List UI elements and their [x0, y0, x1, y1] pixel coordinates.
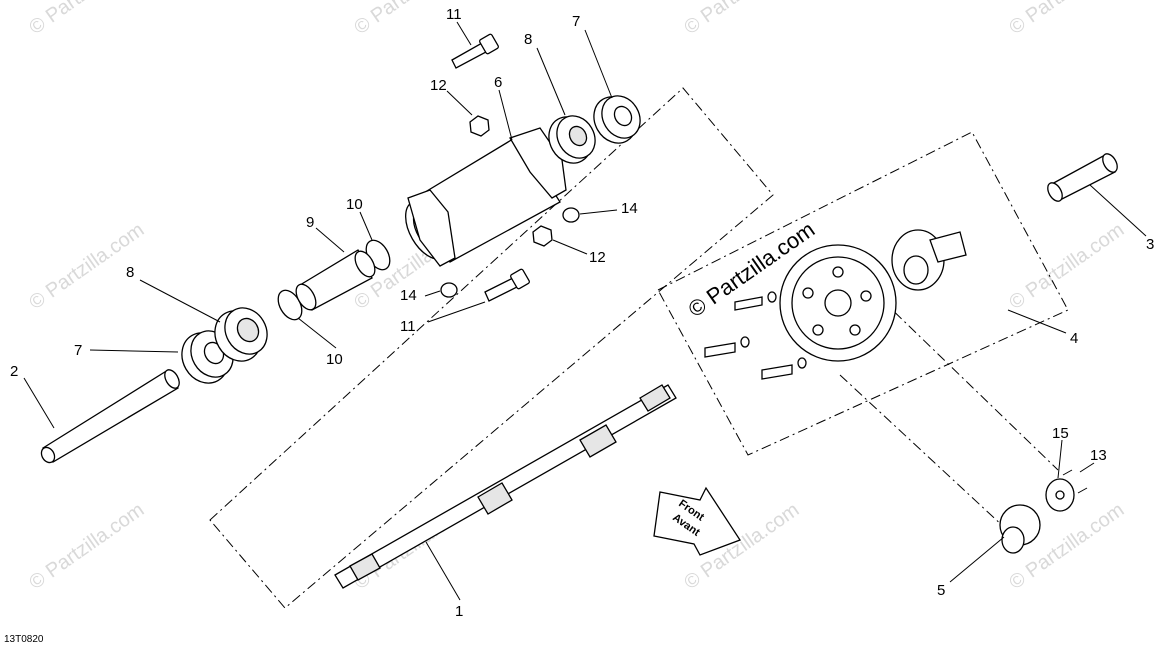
- callout-14-lower: 14: [400, 287, 417, 304]
- watermark-layer: © Partzilla.com © Partzilla.com © Partzi…: [25, 0, 1128, 594]
- bearing-upper: [593, 95, 641, 144]
- callout-5: 5: [937, 582, 945, 599]
- watermark: © Partzilla.com: [680, 0, 803, 39]
- leader-lines: [23, 21, 1147, 601]
- tube-left: [40, 369, 180, 464]
- callout-7-lower: 7: [74, 342, 82, 359]
- spacer-tube: [295, 249, 376, 311]
- sprocket-bolts: [704, 291, 807, 380]
- callout-7-upper: 7: [572, 13, 580, 30]
- shaft-assembly-boundary: [209, 87, 774, 609]
- screws-small: [1062, 469, 1088, 494]
- callout-2: 2: [10, 363, 18, 380]
- callout-13: 13: [1090, 447, 1107, 464]
- watermark: © Partzilla.com: [25, 499, 148, 594]
- callout-11-upper: 11: [446, 6, 462, 23]
- callout-8-upper: 8: [524, 31, 532, 48]
- callouts: 1 2 3 4 5 6 7 7 8 8 9 10 10 11 11 12 12 …: [10, 6, 1154, 620]
- callout-6: 6: [494, 74, 502, 91]
- seal-upper: [548, 115, 596, 164]
- callout-10-lower: 10: [326, 351, 343, 368]
- drive-shaft: [334, 384, 677, 589]
- sprocket-hub: [891, 229, 967, 291]
- bearing-housing: [405, 127, 567, 267]
- watermark: © Partzilla.com: [1005, 0, 1128, 39]
- direction-arrow: Front Avant: [653, 486, 741, 556]
- sprocket-large: [779, 244, 897, 362]
- drawing-code: 13T0820: [4, 634, 44, 645]
- tube-right: [1047, 153, 1118, 202]
- sprocket-assembly-boundary: [657, 131, 1069, 456]
- washer-lower: [440, 282, 458, 298]
- bolt-upper: [451, 33, 499, 69]
- callout-14-upper: 14: [621, 200, 638, 217]
- alignment-line: [839, 374, 1006, 529]
- washer-upper: [562, 207, 580, 223]
- callout-1: 1: [455, 603, 463, 620]
- callout-10-upper: 10: [346, 196, 363, 213]
- nut-lower: [532, 225, 553, 247]
- watermark: © Partzilla.com: [1005, 219, 1128, 314]
- callout-11-lower: 11: [400, 318, 416, 335]
- nut-upper: [469, 115, 490, 137]
- callout-12-upper: 12: [430, 77, 447, 94]
- callout-12-lower: 12: [589, 249, 606, 266]
- watermark: © Partzilla.com: [25, 0, 148, 39]
- alignment-line: [879, 297, 1059, 471]
- callout-8-lower: 8: [126, 264, 134, 281]
- bolt-lower: [484, 268, 530, 302]
- callout-9: 9: [306, 214, 314, 231]
- callout-3: 3: [1146, 236, 1154, 253]
- callout-15: 15: [1052, 425, 1069, 442]
- sprocket-small: [999, 504, 1041, 554]
- callout-4: 4: [1070, 330, 1078, 347]
- retaining-plate: [1045, 478, 1075, 512]
- seal-lower: [214, 307, 268, 362]
